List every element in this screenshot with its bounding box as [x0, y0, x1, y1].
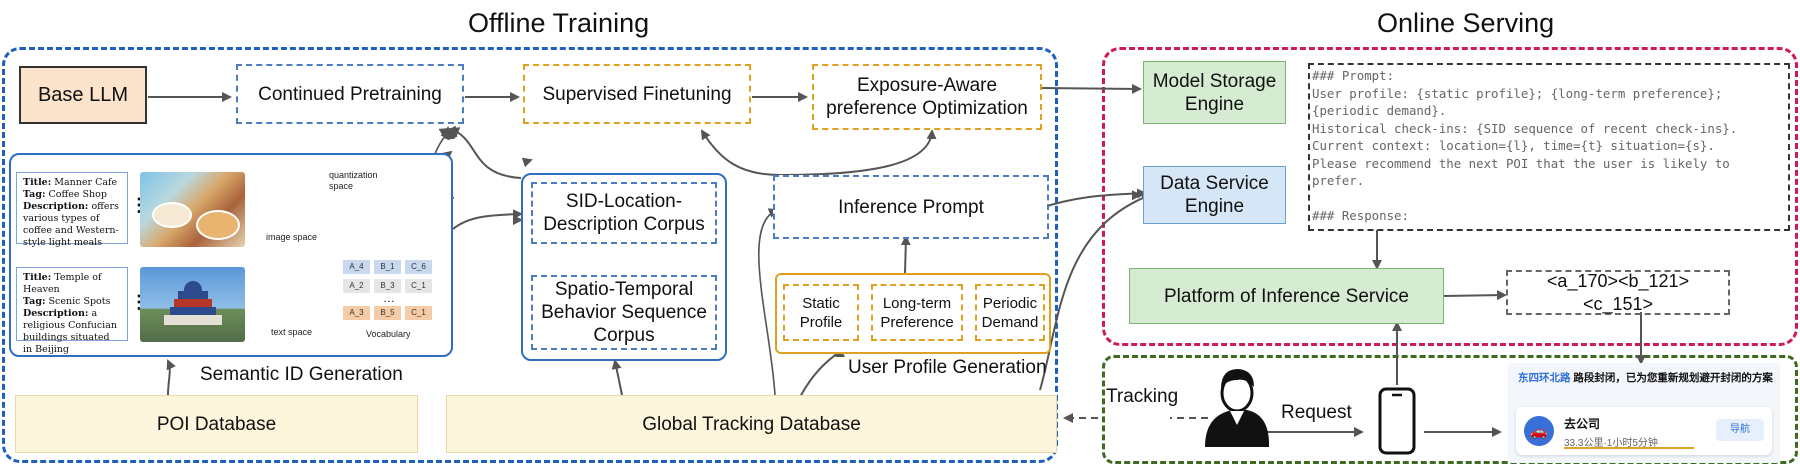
navigation-app-screen: 东四环北路 路段封闭，已为您重新规划避开封闭的方案 🚗 去公司 33.3公里·1…	[1508, 363, 1780, 463]
inference-prompt-box: Inference Prompt	[773, 175, 1049, 239]
destination-card[interactable]: 🚗 去公司 33.3公里·1小时5分钟 导航	[1516, 407, 1772, 455]
prompt-line: ### Prompt:	[1312, 68, 1395, 83]
smartphone-icon	[1378, 387, 1416, 455]
base-llm-box: Base LLM	[19, 66, 147, 124]
card-description-field: Description:	[23, 308, 89, 319]
prompt-line: Historical check-ins: {SID sequence of r…	[1312, 120, 1738, 136]
sid-location-corpus-box: SID-Location-Description Corpus	[531, 182, 717, 244]
long-term-preference-box: Long-term Preference	[871, 284, 963, 341]
poi-database-box: POI Database	[15, 395, 418, 453]
cafe-photo	[140, 172, 245, 247]
vocab-cell: A_3	[343, 306, 370, 320]
card-tag: Scenic Spots	[48, 296, 111, 307]
vocabulary-table: A_4 B_1 C_6 A_2 B_3 C_1 … A_3 B_5 C_1	[343, 260, 438, 322]
model-storage-engine-box: Model Storage Engine	[1143, 61, 1286, 124]
spatio-temporal-corpus-box: Spatio-Temporal Behavior Sequence Corpus	[531, 275, 717, 350]
exposure-aware-optimization-box: Exposure-Aware preference Optimization	[812, 64, 1042, 130]
tracking-region	[1102, 355, 1798, 464]
vocab-cell: C_6	[405, 260, 432, 274]
vocab-cell: A_2	[343, 279, 370, 293]
vocab-cell: B_1	[374, 260, 401, 274]
prompt-line: prefer.	[1312, 173, 1365, 188]
vocab-cell: A_4	[343, 260, 370, 274]
navigate-button[interactable]: 导航	[1716, 419, 1764, 441]
card-tag: Coffee Shop	[48, 189, 107, 200]
card-description: offers various types of coffee and Weste…	[23, 201, 119, 248]
user-profile-generation-label: User Profile Generation	[848, 357, 1047, 378]
road-name: 东四环北路	[1518, 372, 1571, 384]
prompt-line: {periodic demand}.	[1312, 103, 1447, 118]
route-notice: 东四环北路 路段封闭，已为您重新规划避开封闭的方案	[1518, 371, 1773, 386]
card-title-field: Title:	[23, 272, 52, 283]
prompt-line: Current context: location={l}, time={t} …	[1312, 138, 1715, 153]
periodic-demand-box: Periodic Demand	[975, 284, 1045, 341]
data-service-engine-box: Data Service Engine	[1143, 166, 1286, 224]
image-space-label: image space	[266, 232, 318, 242]
card-tag-field: Tag:	[23, 189, 46, 200]
semantic-id-generation-label: Semantic ID Generation	[200, 364, 403, 385]
continued-pretraining-box: Continued Pretraining	[236, 64, 464, 124]
card-title: Manner Cafe	[54, 177, 118, 188]
closure-notice: 路段封闭，已为您重新规划避开封闭的方案	[1573, 372, 1773, 384]
offline-training-region	[2, 47, 1058, 463]
card-description-field: Description:	[23, 201, 89, 212]
user-person-icon	[1205, 369, 1270, 447]
card-tag-field: Tag:	[23, 296, 46, 307]
poi-card-temple: Title: Temple of Heaven Tag: Scenic Spot…	[16, 267, 128, 355]
output-sid-tokens: <a_170><b_121><c_151>	[1506, 270, 1730, 315]
prompt-line: User profile: {static profile}; {long-te…	[1312, 85, 1723, 101]
route-progress	[1564, 447, 1694, 449]
prompt-template-box: ### Prompt: User profile: {static profile…	[1308, 63, 1790, 231]
route-info: 33.3公里·1小时5分钟	[1564, 438, 1658, 449]
platform-inference-service-box: Platform of Inference Service	[1129, 268, 1444, 324]
prompt-line	[1312, 190, 1788, 208]
quantization-space-label: quantization space	[329, 170, 378, 191]
static-profile-box: Static Profile	[783, 284, 859, 341]
prompt-text: ### Prompt: User profile: {static profile…	[1310, 65, 1788, 225]
tracking-label: Tracking	[1106, 386, 1179, 407]
car-icon: 🚗	[1524, 416, 1554, 446]
temple-photo	[140, 267, 245, 342]
vocab-ellipsis: …	[383, 291, 395, 305]
supervised-finetuning-box: Supervised Finetuning	[523, 64, 751, 124]
card-description: a religious Confucian buildings situated…	[23, 308, 117, 355]
card-title: Temple of Heaven	[23, 272, 102, 295]
global-tracking-database-box: Global Tracking Database	[446, 395, 1057, 453]
vocab-cell: C_1	[405, 306, 432, 320]
prompt-line: Please recommend the next POI that the u…	[1312, 155, 1730, 171]
request-label: Request	[1281, 402, 1352, 423]
vocab-cell: C_1	[405, 279, 432, 293]
text-space-label: text space	[271, 327, 313, 337]
vocabulary-label: Vocabulary	[366, 329, 411, 339]
online-serving-title: Online Serving	[1377, 8, 1555, 38]
card-title-field: Title:	[23, 177, 52, 188]
vocab-cell: B_5	[374, 306, 401, 320]
vocab-cell: B_3	[374, 279, 401, 293]
offline-training-title: Offline Training	[468, 8, 650, 38]
poi-card-cafe: Title: Manner Cafe Tag: Coffee Shop Desc…	[16, 172, 128, 248]
prompt-line: ### Response:	[1312, 208, 1409, 223]
destination-label: 去公司	[1564, 417, 1601, 431]
